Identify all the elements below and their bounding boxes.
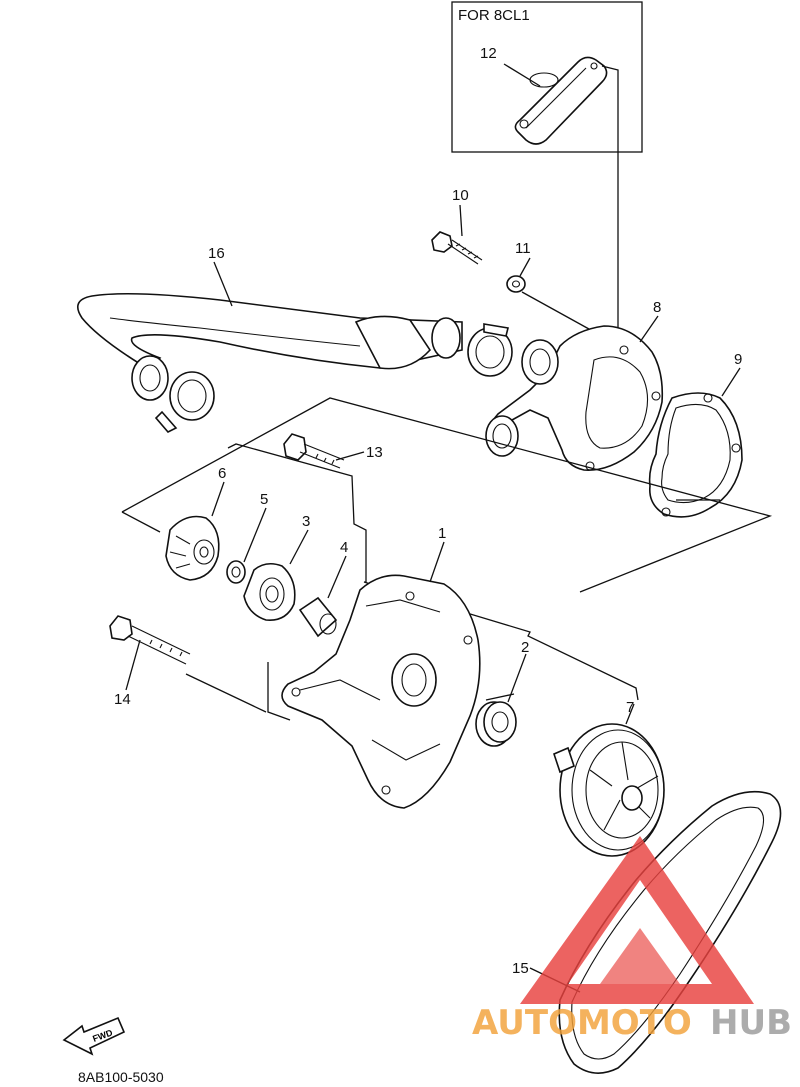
callout-8: 8 bbox=[653, 299, 661, 316]
part-3-mechanical-seal bbox=[243, 562, 296, 621]
callout-1: 1 bbox=[438, 525, 446, 542]
hose-clamp-right bbox=[467, 323, 513, 377]
part-4-collar bbox=[298, 596, 338, 638]
part-14-bolt bbox=[109, 615, 191, 665]
callout-9: 9 bbox=[734, 351, 742, 368]
callout-14: 14 bbox=[114, 691, 131, 708]
part-16-water-hose bbox=[76, 292, 463, 401]
callout-6: 6 bbox=[218, 465, 226, 482]
watermark-text-auto: AUTOMOTO bbox=[472, 1003, 692, 1043]
callout-13: 13 bbox=[366, 444, 383, 461]
watermark-logo: AUTOMOTO HUB bbox=[472, 836, 792, 1043]
callout-11: 11 bbox=[515, 240, 531, 257]
inset-title: FOR 8CL1 bbox=[458, 7, 530, 24]
hose-clamp-left bbox=[154, 371, 215, 433]
watermark-text-hub: HUB bbox=[710, 1003, 792, 1043]
part-5-washer bbox=[226, 560, 246, 584]
part-10-bolt bbox=[431, 231, 483, 265]
assembly-outline bbox=[121, 397, 773, 721]
part-1-pump-cover bbox=[281, 574, 481, 809]
callout-10: 10 bbox=[452, 187, 469, 204]
part-11-washer bbox=[506, 275, 526, 293]
callout-5: 5 bbox=[260, 491, 268, 508]
part-7-pulley bbox=[553, 723, 665, 857]
inset-box: FOR 8CL1 12 bbox=[451, 1, 643, 153]
part-6-impeller bbox=[165, 515, 220, 581]
part-2-bearing bbox=[475, 701, 517, 747]
part-12-cover-plate bbox=[514, 56, 608, 145]
callout-7: 7 bbox=[626, 699, 634, 716]
part-8-pump-housing bbox=[485, 325, 664, 471]
callout-15: 15 bbox=[512, 960, 529, 977]
callout-3: 3 bbox=[302, 513, 310, 530]
callout-2: 2 bbox=[521, 639, 529, 656]
fwd-arrow-icon: FWD bbox=[62, 1016, 126, 1056]
part-9-gasket bbox=[648, 392, 743, 518]
callout-4: 4 bbox=[340, 539, 348, 556]
part-13-bolt bbox=[283, 433, 345, 469]
callout-16: 16 bbox=[208, 245, 225, 262]
callout-12: 12 bbox=[480, 45, 497, 62]
drawing-code: 8AB100-5030 bbox=[78, 1069, 164, 1085]
